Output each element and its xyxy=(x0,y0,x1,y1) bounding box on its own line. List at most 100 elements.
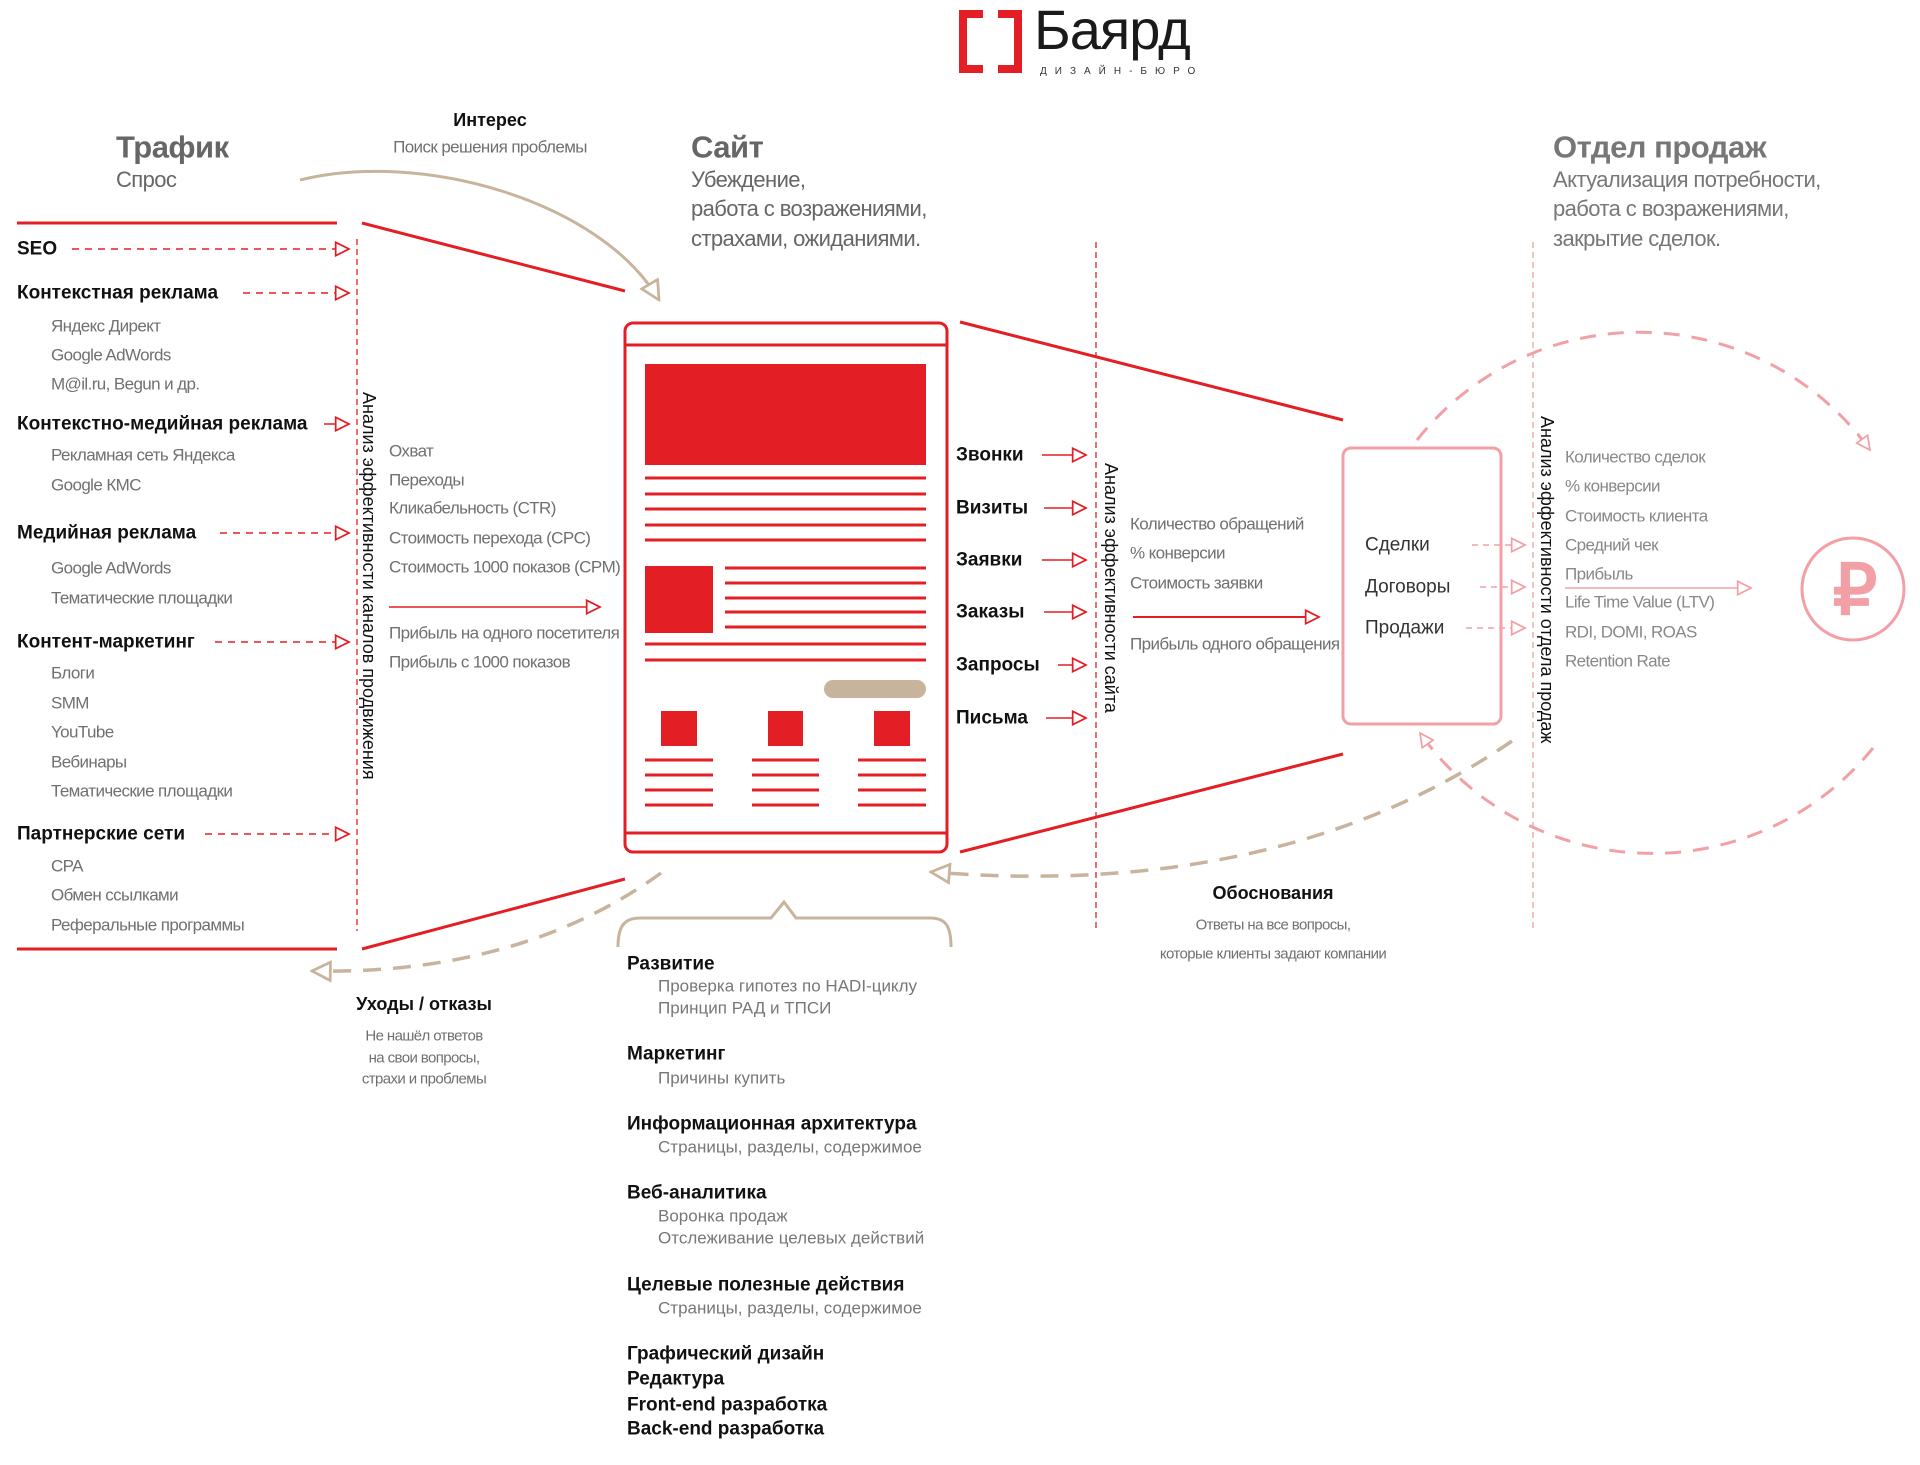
exits-line: страхи и проблемы xyxy=(361,1070,487,1088)
channel-item: Тематические площадки xyxy=(51,781,233,801)
discipline-item: Страницы, разделы, содержимое xyxy=(658,1137,922,1157)
justification-arrow xyxy=(931,739,1513,876)
sales-metric: Прибыль xyxy=(1565,564,1633,584)
exits-title: Уходы / отказы xyxy=(356,994,492,1014)
sales-metric: RDI, DOMI, ROAS xyxy=(1565,622,1697,642)
action-letters: Письма xyxy=(956,707,1028,729)
action-calls: Звонки xyxy=(956,444,1024,466)
funnel-bottom-right xyxy=(959,752,1344,854)
channel-arrows xyxy=(72,249,349,834)
sales-title: Отдел продаж xyxy=(1553,129,1767,165)
channel-item: SMM xyxy=(51,693,89,713)
site-metric: Стоимость заявки xyxy=(1130,573,1263,593)
sales-subtitle-line: работа с возражениями, xyxy=(1553,196,1789,221)
traffic-metric: Кликабельность (CTR) xyxy=(389,498,556,518)
channel-item: CPA xyxy=(51,856,84,876)
traffic-metric: Стоимость 1000 показов (CPM) xyxy=(389,557,621,577)
channel-content: Контент-маркетинг xyxy=(17,631,195,653)
exits-line: на свои вопросы, xyxy=(368,1049,480,1067)
discipline-title: Back-end разработка xyxy=(627,1418,825,1440)
discipline-item: Страницы, разделы, содержимое xyxy=(658,1298,922,1318)
justifications-line: которые клиенты задают компании xyxy=(1159,945,1387,963)
channel-item: Тематические площадки xyxy=(51,588,233,608)
channel-analysis-label: Анализ эффективности каналов продвижения xyxy=(359,392,379,780)
discipline-item: Воронка продаж xyxy=(658,1206,788,1226)
traffic-subtitle: Спрос xyxy=(116,167,177,192)
discipline-item: Принцип РАД и ТПСИ xyxy=(658,998,832,1018)
action-arrows xyxy=(1042,455,1086,718)
justifications-line: Ответы на все вопросы, xyxy=(1195,916,1351,934)
discipline-title: Развитие xyxy=(627,953,715,975)
site-profit-metric: Прибыль одного обращения xyxy=(1130,634,1340,654)
channel-seo: SEO xyxy=(17,238,58,260)
stage-contracts: Договоры xyxy=(1365,576,1451,598)
site-analysis-label: Анализ эффективности сайта xyxy=(1101,463,1121,713)
sales-metric: % конверсии xyxy=(1565,476,1661,496)
traffic-metric: Стоимость перехода (CPC) xyxy=(389,528,591,548)
stage-deals: Сделки xyxy=(1365,534,1430,556)
funnel-top-left xyxy=(361,221,626,293)
site-subtitle-line: Убеждение, xyxy=(691,167,806,192)
site-title: Сайт xyxy=(691,129,764,165)
traffic-metric: Охват xyxy=(389,441,434,461)
discipline-title: Маркетинг xyxy=(627,1043,726,1065)
stage-arrows xyxy=(1466,545,1525,628)
channel-item: Яндекс Директ xyxy=(51,316,161,336)
discipline-item: Причины купить xyxy=(658,1068,786,1088)
sales-box xyxy=(1341,446,1503,726)
channel-context-media: Контекстно-медийная реклама xyxy=(17,413,308,435)
discipline-title: Графический дизайн xyxy=(627,1343,825,1365)
justifications-title: Обоснования xyxy=(1212,883,1334,903)
interest-arrow xyxy=(299,169,659,300)
site-subtitle-line: работа с возражениями, xyxy=(691,196,927,221)
action-requests: Запросы xyxy=(956,654,1040,676)
channel-item: Google КМС xyxy=(51,475,141,495)
funnel-top-right xyxy=(959,320,1344,422)
discipline-item: Проверка гипотез по HADI-циклу xyxy=(658,976,917,996)
channel-item: Реферальные программы xyxy=(51,915,245,935)
exits-line: Не нашёл ответов xyxy=(365,1027,483,1045)
sales-subtitle-line: закрытие сделок. xyxy=(1553,226,1721,251)
traffic-profit-metric: Прибыль на одного посетителя xyxy=(389,623,620,643)
sales-metric: Life Time Value (LTV) xyxy=(1565,592,1715,612)
channel-item: Блоги xyxy=(51,663,95,683)
traffic-profit-metric: Прибыль с 1000 показов xyxy=(389,652,571,672)
site-mockup xyxy=(623,321,949,854)
channel-item: YouTube xyxy=(51,722,114,742)
sales-cycle-top-arc xyxy=(1415,330,1872,450)
discipline-title: Редактура xyxy=(627,1368,725,1390)
sales-metric: Retention Rate xyxy=(1565,651,1671,671)
stage-sales: Продажи xyxy=(1365,617,1445,639)
channel-item: Google AdWords xyxy=(51,345,171,365)
channel-item: Обмен ссылками xyxy=(51,885,179,905)
interest-subtitle: Поиск решения проблемы xyxy=(393,137,587,157)
ruble-circle xyxy=(1800,536,1906,642)
channel-item: M@il.ru, Begun и др. xyxy=(51,374,200,394)
sales-cycle-bottom-arc xyxy=(1418,733,1875,855)
sales-metric: Стоимость клиента xyxy=(1565,506,1708,526)
channel-partners: Партнерские сети xyxy=(17,823,186,845)
sales-metric: Средний чек xyxy=(1565,535,1659,555)
sales-analysis-label: Анализ эффективности отдела продаж xyxy=(1537,416,1557,744)
discipline-title: Веб-аналитика xyxy=(627,1182,767,1204)
ruble-icon: ₽ xyxy=(1832,551,1878,629)
channel-item: Google AdWords xyxy=(51,558,171,578)
logo-mark xyxy=(959,10,1022,73)
site-metric: Количество обращений xyxy=(1130,514,1304,534)
sales-subtitle-line: Актуализация потребности, xyxy=(1553,167,1821,192)
logo-tagline: ДИЗАЙН-БЮРО xyxy=(1040,66,1204,77)
channel-media: Медийная реклама xyxy=(17,522,197,544)
site-metric: % конверсии xyxy=(1130,543,1226,563)
discipline-title: Front-end разработка xyxy=(627,1394,828,1416)
action-orders: Заказы xyxy=(956,601,1025,623)
action-applications: Заявки xyxy=(956,549,1023,571)
channel-item: Вебинары xyxy=(51,752,127,772)
traffic-metric: Переходы xyxy=(389,470,465,490)
discipline-title: Информационная архитектура xyxy=(627,1113,917,1135)
channel-item: Рекламная сеть Яндекса xyxy=(51,445,235,465)
discipline-item: Отслеживание целевых действий xyxy=(658,1228,925,1248)
disciplines-brace xyxy=(616,899,953,948)
channel-context: Контекстная реклама xyxy=(17,282,219,304)
interest-title: Интерес xyxy=(453,110,527,130)
